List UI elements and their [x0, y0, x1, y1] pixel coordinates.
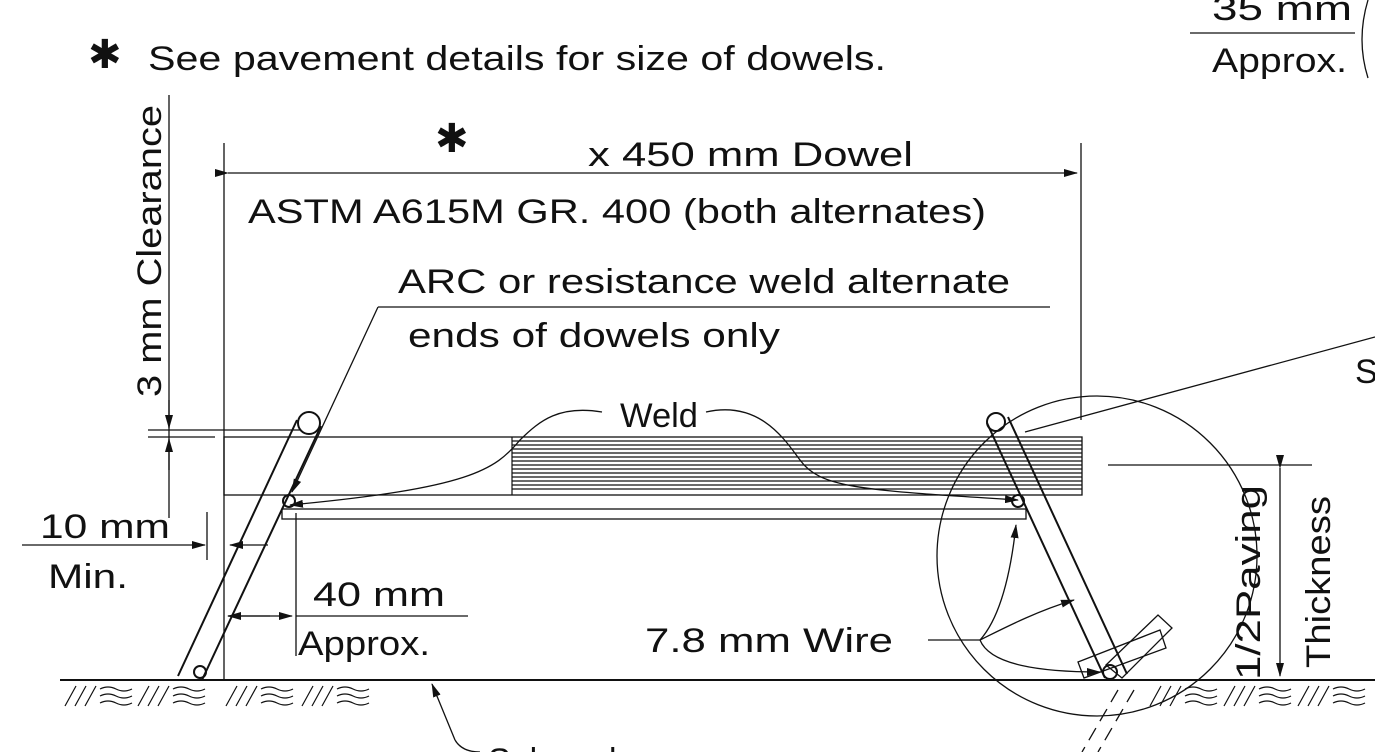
- weld-note-leader: [291, 306, 379, 493]
- support-wire: [281, 508, 1027, 520]
- star-icon: ✱: [435, 117, 469, 161]
- subgrade-leader-hook: [454, 739, 481, 752]
- min-offset-value: 10 mm: [40, 508, 170, 546]
- thickness-label: Thickness: [1300, 496, 1338, 668]
- half-paving-label: 1/2Paving: [1230, 485, 1268, 680]
- detail-callout-partial-label: S: [1355, 353, 1375, 391]
- wire-leader-down: [979, 639, 1101, 676]
- slab-outline: [223, 436, 1083, 496]
- detail-circle: [936, 395, 1258, 717]
- approx-35-leader: [1361, 0, 1369, 79]
- wire-leader-mid: [979, 599, 1075, 641]
- subgrade-hatch-right: [1149, 685, 1366, 707]
- astm-spec-label: ASTM A615M GR. 400 (both alternates): [248, 193, 986, 231]
- approx-40-value: 40 mm: [313, 576, 445, 614]
- detail-chair-piece: [1077, 614, 1173, 679]
- approx-35-value: 35 mm: [1212, 0, 1352, 28]
- approx-35-label: Approx.: [1212, 42, 1347, 80]
- detail-callout-line: [1024, 336, 1375, 433]
- dowel-bundle-hatch: [511, 437, 1082, 495]
- subgrade-leader: [431, 683, 456, 741]
- dowel-size-note: See pavement details for size of dowels.: [148, 40, 886, 78]
- dowel-length-label: x 450 mm Dowel: [588, 136, 913, 174]
- star-icon: ✱: [88, 33, 122, 77]
- clearance-label: 3 mm Clearance: [131, 105, 169, 397]
- min-offset-label: Min.: [48, 558, 128, 596]
- weld-leader-right: [705, 409, 1019, 504]
- subgrade-hatch-left: [64, 685, 370, 707]
- subgrade-label: Subgrade: [488, 742, 635, 752]
- right-support-leg: [986, 412, 1128, 680]
- weld-label: Weld: [620, 397, 698, 435]
- wire-leader-up: [979, 524, 1019, 641]
- weld-note-line1: ARC or resistance weld alternate: [398, 263, 1010, 301]
- weld-leader-left: [289, 409, 603, 508]
- weld-note-line2: ends of dowels only: [408, 317, 780, 355]
- stake-below-ground: [1081, 689, 1135, 752]
- wire-label: 7.8 mm Wire: [645, 622, 893, 660]
- approx-40-label: Approx.: [298, 625, 430, 663]
